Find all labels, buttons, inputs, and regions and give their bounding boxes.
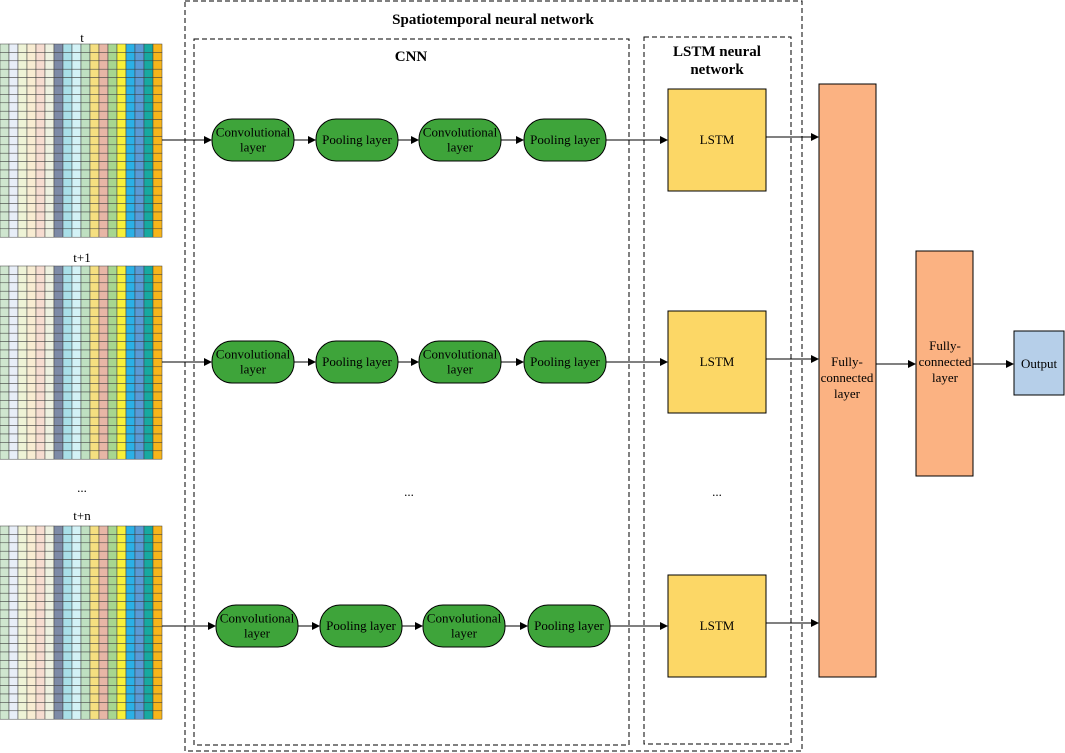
lstm-box [643, 36, 792, 745]
pooling-layer-node-label: Pooling layer [326, 618, 396, 633]
lstm-cell-label: LSTM [700, 132, 735, 147]
input-frame: t+n [0, 508, 163, 720]
lstm-cell-label: LSTM [700, 354, 735, 369]
frame-time-label: t [80, 30, 84, 45]
cnn-box [193, 38, 630, 746]
spatiotemporal-network-title: Spatiotemporal neural network [392, 12, 594, 28]
lstm-cell [667, 88, 767, 192]
frame-gap-ellipsis: ... [77, 480, 87, 495]
spatiotemporal-network-box [184, 0, 803, 752]
lstm-gap-ellipsis: ... [712, 484, 722, 499]
lstm-cell [667, 574, 767, 678]
fully-connected-layer-1 [818, 83, 877, 678]
lstm-cell-label: LSTM [700, 618, 735, 633]
pooling-layer-node-label: Pooling layer [530, 354, 600, 369]
frame-time-label: t+n [73, 508, 91, 523]
input-frame: t+1 [0, 250, 163, 460]
output-node [1013, 330, 1065, 396]
pooling-layer-node-label: Pooling layer [530, 132, 600, 147]
input-frames: t t+1 t+n [0, 30, 163, 720]
pooling-layer-node-label: Pooling layer [322, 132, 392, 147]
cnn-title: CNN [395, 49, 428, 65]
output-label: Output [1021, 356, 1058, 371]
input-frame: t [0, 30, 163, 238]
cnn-gap-ellipsis: ... [404, 484, 414, 499]
lstm-cell [667, 310, 767, 414]
frame-time-label: t+1 [73, 250, 90, 265]
pooling-layer-node-label: Pooling layer [322, 354, 392, 369]
pooling-layer-node-label: Pooling layer [534, 618, 604, 633]
fully-connected-layer-2 [915, 250, 974, 477]
